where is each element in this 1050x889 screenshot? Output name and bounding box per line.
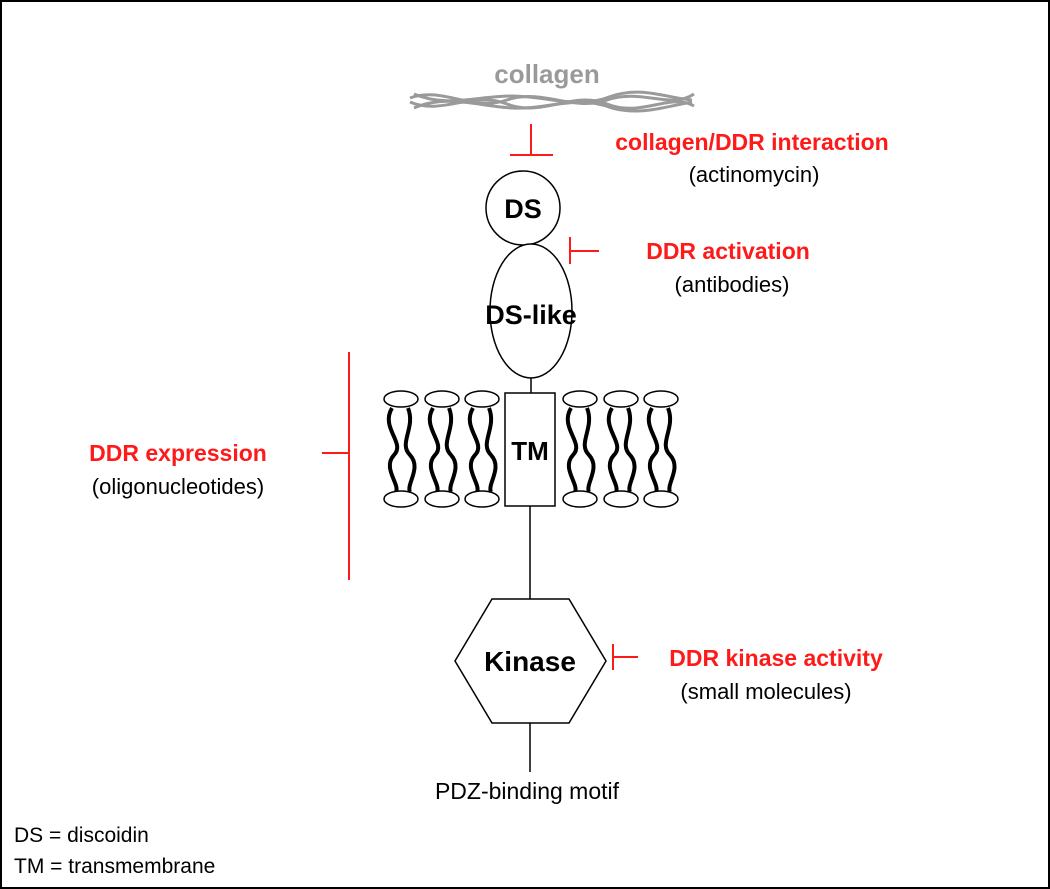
ds-like-label: DS-like bbox=[485, 300, 577, 330]
legend-ds: DS = discoidin bbox=[14, 824, 149, 847]
collagen-fiber bbox=[409, 90, 695, 113]
tm-domain bbox=[504, 392, 556, 507]
inhibition-bar-collagen-interaction bbox=[510, 124, 553, 156]
lipid-pair bbox=[424, 390, 460, 508]
inhibitor-agent-small-molecules: (small molecules) bbox=[680, 679, 851, 704]
lipid-pair bbox=[643, 390, 679, 508]
inhibitor-agent-actinomycin: (actinomycin) bbox=[689, 162, 820, 187]
lipid-pair bbox=[383, 390, 419, 508]
inhibitor-agent-antibodies: (antibodies) bbox=[675, 272, 790, 297]
kinase-label: Kinase bbox=[484, 646, 576, 677]
cell-membrane bbox=[383, 390, 679, 508]
inhibition-title-expression: DDR expression bbox=[89, 440, 267, 466]
inhibition-title-activation: DDR activation bbox=[646, 238, 810, 264]
inhibition-bar-kinase-activity bbox=[612, 644, 638, 670]
lipid-pair bbox=[603, 390, 639, 508]
inhibition-title-collagen-interaction: collagen/DDR interaction bbox=[615, 129, 888, 155]
inhibition-title-kinase-activity: DDR kinase activity bbox=[669, 645, 883, 671]
kinase-domain bbox=[454, 598, 607, 724]
lipid-pair bbox=[464, 390, 500, 508]
legend-tm: TM = transmembrane bbox=[14, 855, 215, 878]
tm-label: TM bbox=[511, 436, 549, 466]
inhibition-bar-activation bbox=[569, 237, 599, 264]
collagen-label: collagen bbox=[494, 59, 599, 89]
inhibitor-agent-oligonucleotides: (oligonucleotides) bbox=[92, 474, 264, 499]
inhibition-bar-expression bbox=[322, 352, 350, 580]
ds-label: DS bbox=[504, 194, 542, 224]
lipid-pair bbox=[562, 390, 598, 508]
pdz-label: PDZ-binding motif bbox=[435, 778, 620, 804]
